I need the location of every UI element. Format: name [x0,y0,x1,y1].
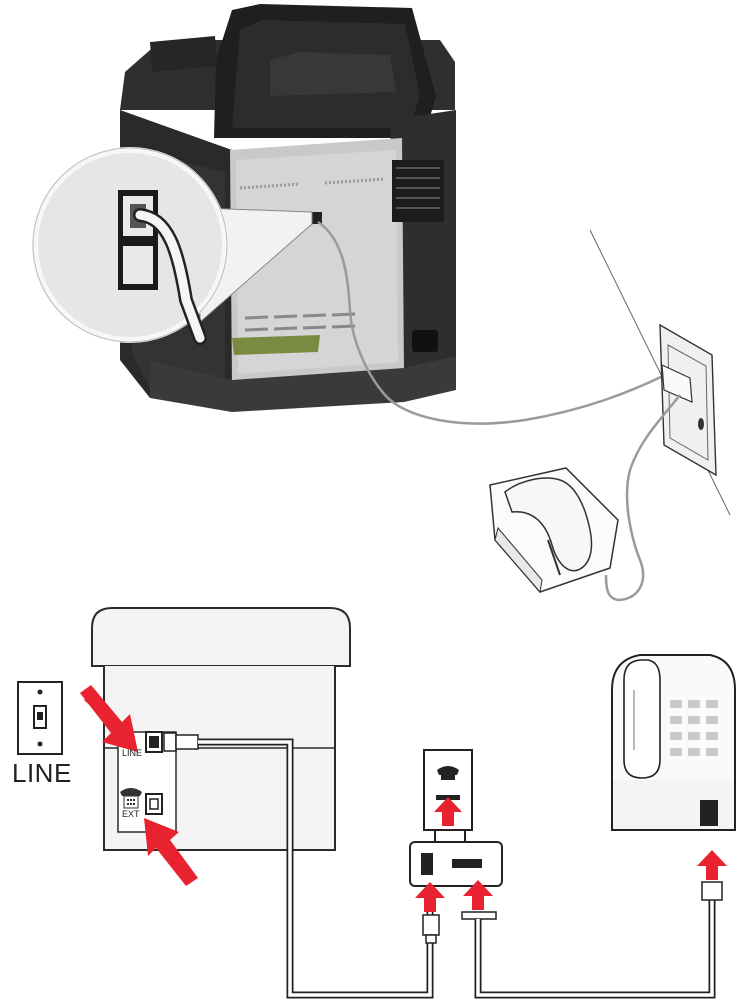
wall-jack-label: LINE [12,758,72,788]
line-port-label: LINE [122,748,143,758]
top-cable-to-phone [604,394,681,602]
splitter [409,829,503,887]
wall-jack-plate [659,323,717,477]
arrow-icon-splitter-left [415,882,445,912]
arrow-icon-ext-port [144,818,198,886]
arrow-icon-splitter-right [463,880,493,910]
top-cable-to-wall [317,220,666,425]
ext-phone-icon [120,788,142,809]
line-cable [163,732,434,999]
ext-port-label: EXT [122,809,140,819]
telephone-illustration-top [489,467,619,594]
arrow-icon-line-port-main [80,685,138,752]
arrow-icon-phone-port [697,850,727,880]
wall-jack [17,681,63,755]
splitter-line-plug [422,914,440,944]
arrow-icon-splitter-top [434,797,462,826]
phone-cable [461,881,723,999]
telephone-schematic [611,654,736,831]
printer-rear-view [32,4,456,412]
